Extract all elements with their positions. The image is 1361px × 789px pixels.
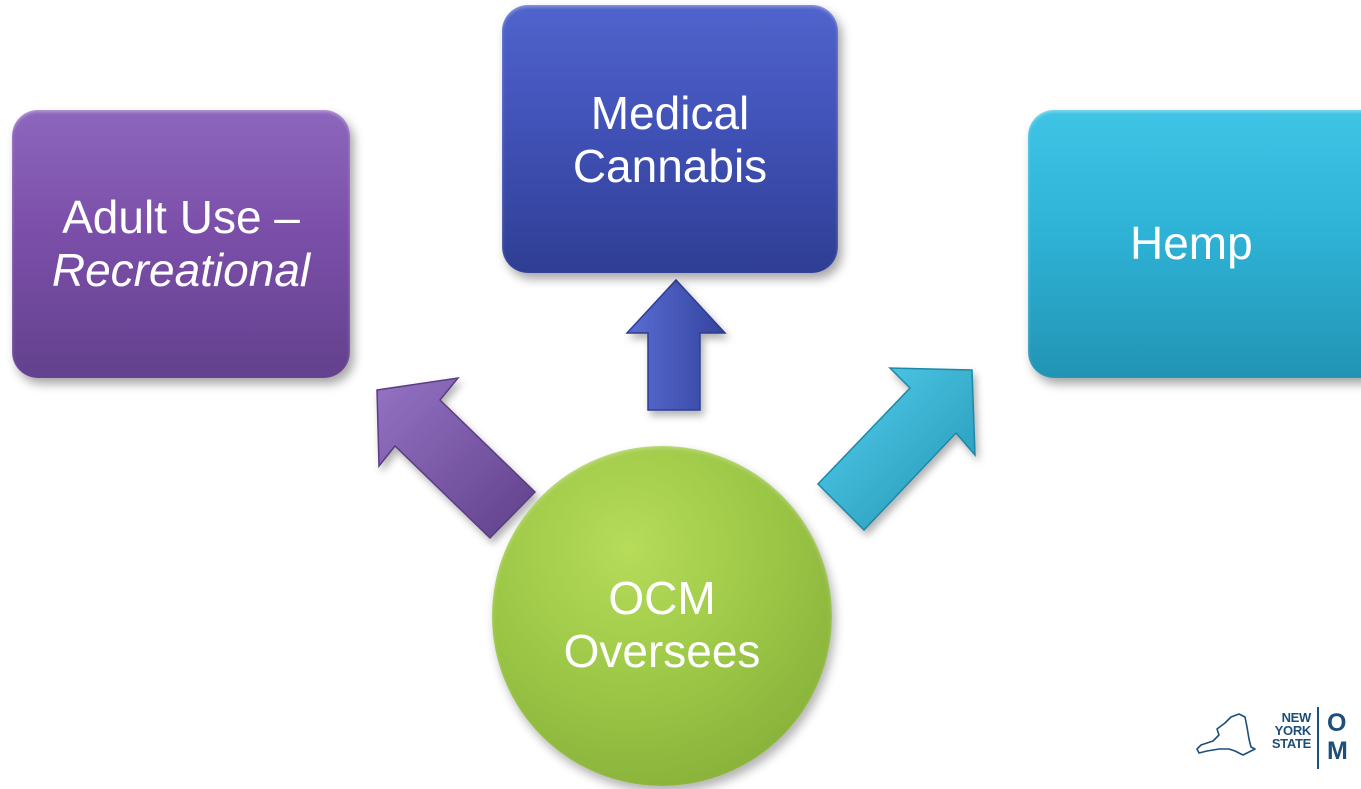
adult-use-title: Adult Use –	[62, 190, 300, 243]
adult-use-box: Adult Use – Recreational	[12, 110, 350, 378]
ny-state-map-icon	[1196, 713, 1256, 756]
hemp-label: Hemp	[1130, 217, 1253, 270]
medical-cannabis-line2: Cannabis	[572, 140, 768, 193]
agency-line1: O	[1327, 709, 1347, 737]
hemp-box: Hemp	[1028, 110, 1361, 378]
arrow-to-medical	[625, 278, 727, 411]
logo-new: NEW	[1281, 710, 1312, 725]
logo-divider	[1317, 707, 1319, 769]
oversees-label: Oversees	[563, 625, 761, 677]
logo-state: STATE	[1271, 736, 1311, 751]
ocm-oversees-circle: OCM Oversees	[492, 446, 832, 786]
arrow-to-hemp	[816, 367, 976, 532]
adult-use-subtitle: Recreational	[51, 244, 311, 296]
ocm-label: OCM	[608, 571, 716, 624]
logo-york: YORK	[1274, 723, 1312, 738]
agency-wordmark: O M	[1327, 709, 1348, 765]
agency-line2: M	[1327, 737, 1348, 765]
medical-cannabis-box: Medical Cannabis	[502, 5, 838, 273]
ny-state-wordmark: NEW YORK STATE	[1257, 711, 1311, 750]
arrow-to-adult-use	[376, 376, 537, 540]
ny-state-logo: NEW YORK STATE O M	[1195, 705, 1361, 781]
medical-cannabis-line1: Medical	[590, 87, 750, 139]
